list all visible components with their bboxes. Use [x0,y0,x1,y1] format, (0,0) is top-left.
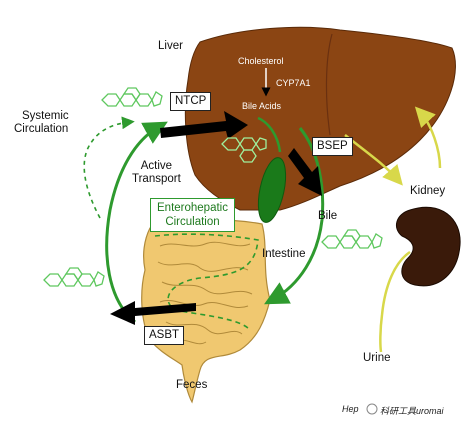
bile-label: Bile [318,210,338,222]
kidney-shape [395,206,461,287]
ntcp-arrow [160,111,248,139]
bsep-transporter-box: BSEP [312,137,353,156]
cyp7a1-label: CYP7A1 [276,78,311,88]
enterohepatic-circulation-box: Enterohepatic Circulation [150,198,235,232]
ehc-label-line2: Circulation [165,216,220,228]
bsep-arrow [288,148,322,196]
active-label-line1: Active [140,160,173,172]
bile-acids-label: Bile Acids [242,101,282,111]
molecule-icon-right [321,229,383,249]
feces-label: Feces [176,379,208,391]
asbt-transporter-box: ASBT [144,326,185,345]
gallbladder [257,157,287,223]
watermark-logo-icon [366,403,378,415]
bile-acid-arc [257,116,282,153]
molecule-icon-liver [221,137,267,163]
intestine-flow-path [154,233,259,331]
systemic-label-line1: Systemic [22,110,69,122]
molecule-icon-bottom-left [43,267,105,287]
watermark-left-text: Hep [342,404,359,414]
kidney-to-urine-line [379,250,411,353]
ntcp-transporter-box: NTCP [170,92,212,111]
urine-label: Urine [363,352,391,364]
kidney-to-liver-arrow [414,106,442,169]
ehc-label-line1: Enterohepatic [157,202,228,214]
systemic-circulation-label: Systemic Circulation [14,110,69,136]
intestine-folds [157,241,253,345]
kidney-label: Kidney [410,185,446,197]
intestine-label: Intestine [262,248,306,260]
molecule-icon-top-left [101,87,163,107]
liver-lobe-line [325,33,333,136]
enterohepatic-loop-left [105,121,168,324]
systemic-label-line2: Circulation [14,123,69,135]
asbt-arrow [110,301,196,325]
active-transport-label: Active Transport [132,160,181,186]
liver-label: Liver [158,40,183,52]
watermark-right-text: 科研工具uromai [380,406,444,416]
cholesterol-label: Cholesterol [238,56,284,66]
active-label-line2: Transport [132,173,181,185]
systemic-circulation-arc [83,116,135,219]
